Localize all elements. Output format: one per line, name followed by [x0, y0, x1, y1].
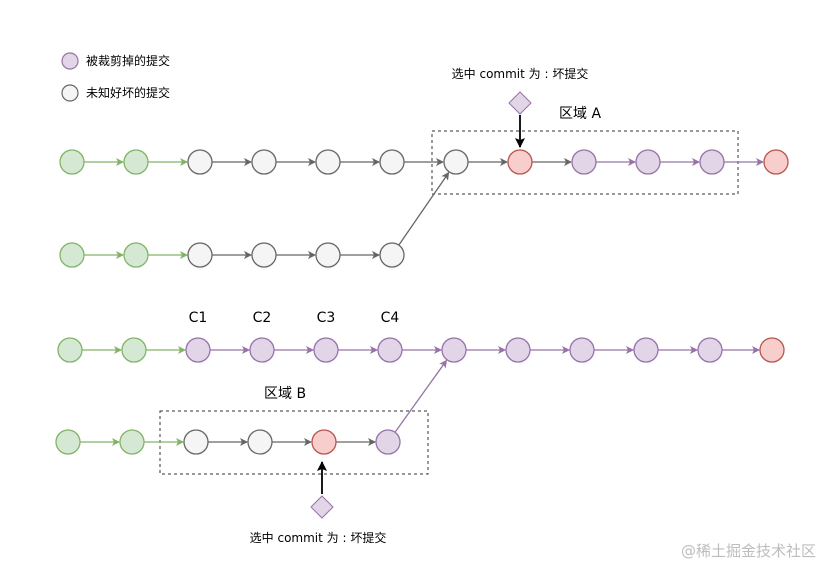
commit-label-c3: C3 — [317, 310, 336, 326]
top-branch-commit-4-unknown — [251, 242, 277, 268]
commit-label-c4: C4 — [381, 310, 400, 326]
bottom-branch-commit-3-unknown — [183, 429, 209, 455]
top-main-commit-3-unknown — [187, 149, 213, 175]
commit-label-c1: C1 — [189, 310, 208, 326]
bottom-branch-commit-5-bad — [311, 429, 337, 455]
bottom-main-commit-2-good — [121, 337, 147, 363]
bottom-branch-commit-2-good — [119, 429, 145, 455]
bottom-main-commit-8-pruned — [505, 337, 531, 363]
bottom-main-commit-3-pruned — [185, 337, 211, 363]
top-merge-edge — [398, 171, 450, 246]
top-branch-commit-2-good — [123, 242, 149, 268]
bottom-merge-edge — [394, 359, 448, 433]
bottom-main-commit-9-pruned — [569, 337, 595, 363]
top-main-commit-9-pruned — [571, 149, 597, 175]
top-main-commit-11-pruned — [699, 149, 725, 175]
top-main-commit-2-good — [123, 149, 149, 175]
top-branch-commit-6-unknown — [379, 242, 405, 268]
top-branch-commit-3-unknown — [187, 242, 213, 268]
bottom-main-commit-10-pruned — [633, 337, 659, 363]
top-branch-commit-5-unknown — [315, 242, 341, 268]
legend-unknown-swatch — [61, 84, 79, 102]
commit-label-c2: C2 — [253, 310, 272, 326]
area-a-label: 区域 A — [559, 106, 601, 122]
legend-unknown-label: 未知好坏的提交 — [86, 85, 170, 100]
bottom-main-commit-7-pruned — [441, 337, 467, 363]
bottom-main-commit-11-pruned — [697, 337, 723, 363]
bottom-branch-commit-4-unknown — [247, 429, 273, 455]
top-main-commit-10-pruned — [635, 149, 661, 175]
top-main-commit-7-unknown — [443, 149, 469, 175]
commit-edges — [80, 158, 764, 446]
bottom-branch-commit-6-pruned — [375, 429, 401, 455]
top-main-commit-12-bad — [763, 149, 789, 175]
bottom-branch-commit-1-good — [55, 429, 81, 455]
top-main-commit-1-good — [59, 149, 85, 175]
area-b-label: 区域 B — [264, 386, 306, 402]
top-main-commit-8-bad — [507, 149, 533, 175]
commit-labels: C1 C2 C3 C4 — [189, 310, 400, 326]
bottom-main-commit-1-good — [57, 337, 83, 363]
top-main-commit-6-unknown — [379, 149, 405, 175]
legend: 被裁剪掉的提交 未知好坏的提交 — [61, 52, 170, 102]
legend-pruned-swatch — [61, 52, 79, 70]
top-selection-diamond — [508, 91, 532, 115]
top-selection-marker: 选中 commit 为 : 坏提交 区域 A — [452, 66, 601, 148]
bottom-main-commit-4-pruned — [249, 337, 275, 363]
bottom-selection-label: 选中 commit 为 : 坏提交 — [250, 530, 387, 545]
bottom-main-commit-5-pruned — [313, 337, 339, 363]
top-branch-commit-1-good — [59, 242, 85, 268]
top-main-commit-5-unknown — [315, 149, 341, 175]
commit-nodes — [55, 149, 789, 455]
bottom-selection-diamond — [310, 495, 334, 519]
watermark: @稀土掘金技术社区 — [681, 542, 816, 560]
bottom-main-commit-6-pruned — [377, 337, 403, 363]
top-selection-label: 选中 commit 为 : 坏提交 — [452, 66, 589, 81]
bottom-selection-marker: 区域 B 选中 commit 为 : 坏提交 — [250, 386, 387, 545]
top-main-commit-4-unknown — [251, 149, 277, 175]
legend-pruned-label: 被裁剪掉的提交 — [86, 53, 170, 68]
bottom-main-commit-12-bad — [759, 337, 785, 363]
